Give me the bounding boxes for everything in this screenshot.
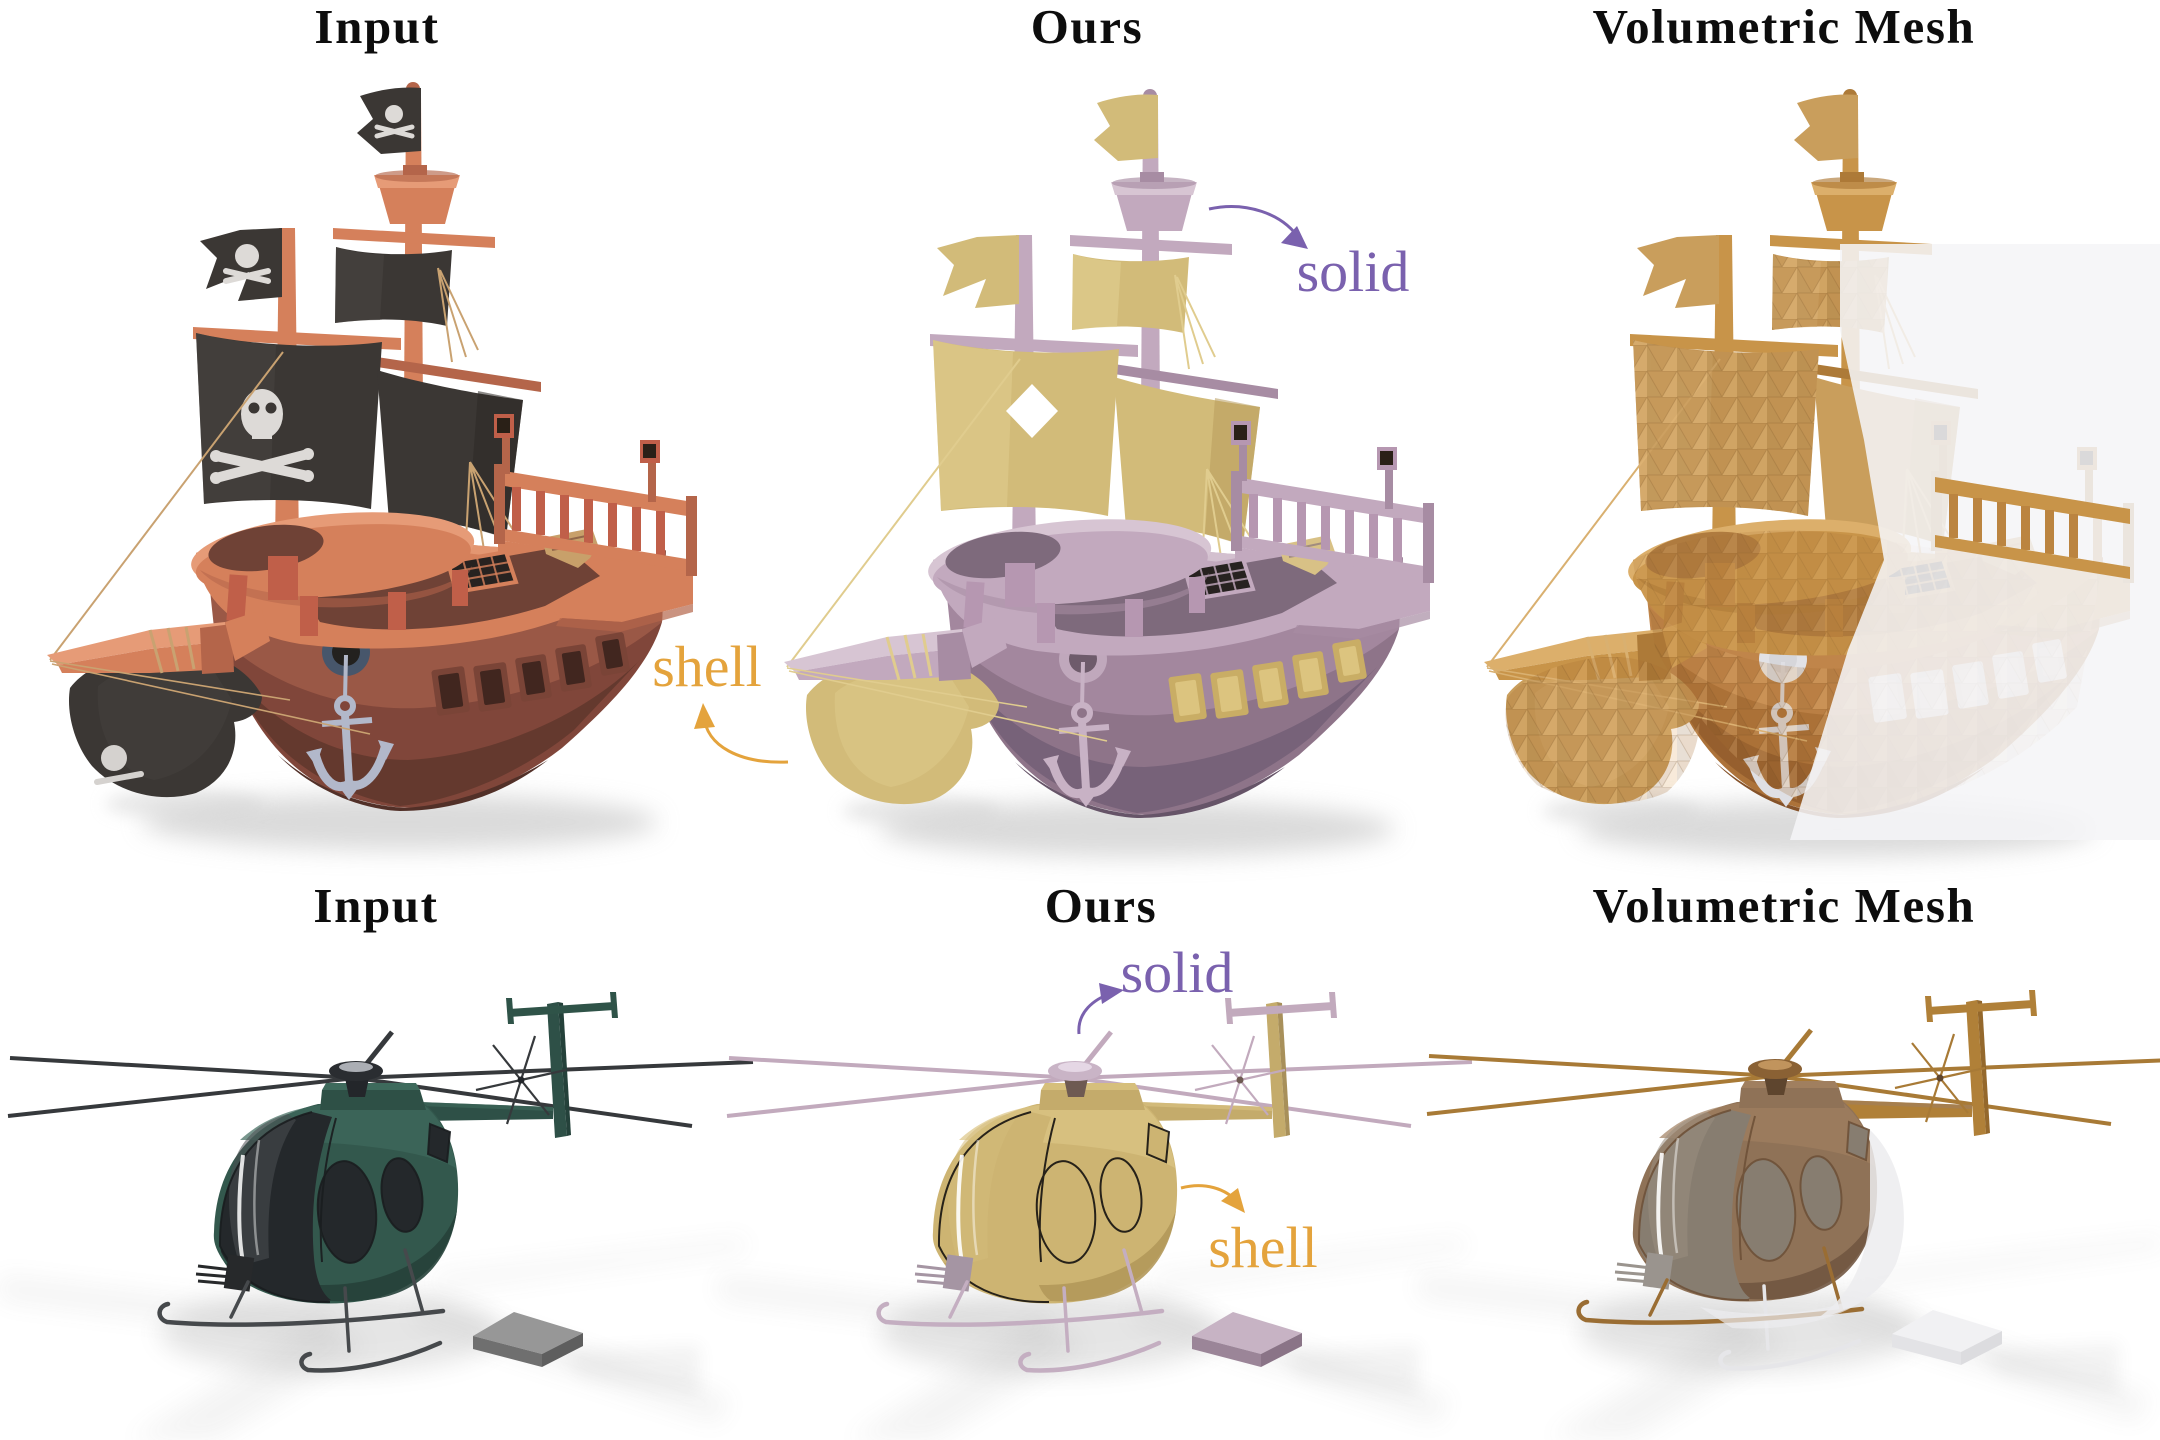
svg-text:solid: solid — [1121, 940, 1234, 1005]
svg-text:Ours: Ours — [1031, 0, 1144, 54]
svg-text:solid: solid — [1297, 239, 1410, 304]
svg-text:Ours: Ours — [1045, 878, 1158, 933]
svg-text:Volumetric Mesh: Volumetric Mesh — [1593, 0, 1976, 54]
svg-text:Input: Input — [314, 0, 439, 54]
svg-text:Input: Input — [313, 878, 438, 933]
svg-text:Volumetric Mesh: Volumetric Mesh — [1593, 878, 1976, 933]
svg-text:shell: shell — [1208, 1215, 1318, 1280]
svg-text:shell: shell — [652, 634, 762, 699]
